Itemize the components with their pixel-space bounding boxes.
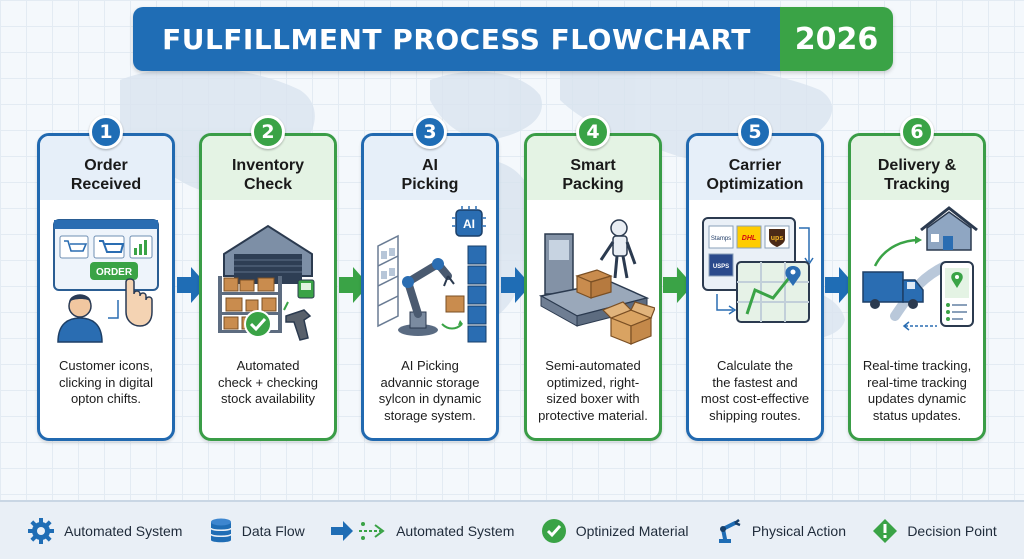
title-banner: FULFILLMENT PROCESS FLOWCHART 2026 bbox=[133, 7, 893, 71]
step-6-description: Real-time tracking, real-time tracking u… bbox=[862, 358, 972, 423]
legend-label: Data Flow bbox=[241, 522, 305, 539]
title-year: 2026 bbox=[794, 21, 879, 57]
step-2-number-badge: 2 bbox=[251, 115, 285, 149]
step-3-number-badge: 3 bbox=[413, 115, 447, 149]
legend-item-automated-system: Automated System bbox=[27, 517, 182, 545]
step-3-description: AI Picking advannic storage sylcon in dy… bbox=[378, 358, 482, 423]
page-title: FULFILLMENT PROCESS FLOWCHART bbox=[162, 22, 751, 56]
inventory-check-illustration bbox=[218, 224, 315, 341]
step-5-description: Calculate the the fastest and most cost-… bbox=[700, 358, 810, 423]
step-2-title: Inventory Check bbox=[231, 157, 304, 193]
ai-picking-illustration: AI bbox=[377, 206, 487, 343]
arrow-3-to-4 bbox=[501, 267, 531, 303]
ai-chip-label: AI bbox=[463, 217, 475, 231]
title-year-panel: 2026 bbox=[780, 7, 893, 71]
step-4-card: Smart Packing Semi-automated optimized, … bbox=[524, 133, 662, 441]
title-main-panel: FULFILLMENT PROCESS FLOWCHART bbox=[133, 7, 780, 71]
legend-label: Decision Point bbox=[907, 522, 997, 539]
step-4-title: Smart Packing bbox=[562, 157, 624, 193]
delivery-tracking-illustration bbox=[862, 206, 978, 331]
gear-icon bbox=[28, 517, 55, 544]
carrier-optimization-illustration: Stamps DHL ups USPS bbox=[702, 217, 814, 323]
step-4-description: Semi-automated optimized, right- sized b… bbox=[538, 358, 648, 423]
step-5-card: Carrier Optimization Stamps DHL ups USPS… bbox=[686, 133, 824, 441]
carrier-ups-logo: ups bbox=[771, 235, 784, 242]
step-6-card: Delivery & Tracking Real-time tracking, … bbox=[848, 133, 986, 441]
smart-packing-illustration bbox=[538, 219, 655, 345]
step-1-description: Customer icons, clicking in digital opto… bbox=[59, 358, 153, 406]
step-5-title: Carrier Optimization bbox=[706, 157, 804, 193]
step-6-title: Delivery & Tracking bbox=[877, 157, 957, 193]
order-received-illustration: ORDER bbox=[53, 219, 159, 343]
arrow-1-to-2 bbox=[177, 267, 207, 303]
robot-arm-icon bbox=[718, 518, 741, 543]
flow-arrow-icon bbox=[331, 520, 385, 541]
step-5-header: Carrier Optimization bbox=[689, 136, 821, 200]
step-5-number-badge: 5 bbox=[738, 115, 772, 149]
step-1-title: Order Received bbox=[70, 157, 142, 193]
step-2-description: Automated check + checking stock availab… bbox=[217, 358, 319, 406]
legend-item-automated-system-flow: Automated System bbox=[331, 519, 514, 543]
step-2-header: Inventory Check bbox=[202, 136, 334, 200]
legend-label: Optinized Material bbox=[575, 522, 689, 539]
step-3-title: AI Picking bbox=[401, 157, 459, 193]
step-6-number-badge: 6 bbox=[900, 115, 934, 149]
legend-label: Physical Action bbox=[751, 522, 846, 539]
step-3-card: AI Picking AI AI Picking advannic storag… bbox=[361, 133, 499, 441]
decision-diamond-icon bbox=[873, 518, 898, 543]
legend-item-decision-point: Decision Point bbox=[872, 518, 997, 544]
step-4-number-badge: 4 bbox=[576, 115, 610, 149]
step-2-card: Inventory Check Automated check + checki… bbox=[199, 133, 337, 441]
legend-item-optimized-material: Optinized Material bbox=[541, 518, 689, 544]
legend-item-data-flow: Data Flow bbox=[209, 517, 305, 545]
arrow-4-to-5 bbox=[663, 267, 693, 303]
carrier-stamps-logo: Stamps bbox=[711, 236, 731, 242]
step-1-card: Order Received ORDER Customer icons, cli… bbox=[37, 133, 175, 441]
order-button-label: ORDER bbox=[96, 267, 133, 278]
arrow-2-to-3 bbox=[339, 267, 369, 303]
legend: Automated System Data Flow Automated Sys… bbox=[0, 500, 1024, 559]
legend-label: Automated System bbox=[396, 522, 515, 539]
legend-item-physical-action: Physical Action bbox=[715, 517, 846, 545]
check-circle-icon bbox=[541, 518, 566, 543]
legend-label: Automated System bbox=[64, 522, 183, 539]
carrier-dhl-logo: DHL bbox=[742, 235, 756, 242]
step-1-number-badge: 1 bbox=[89, 115, 123, 149]
carrier-usps-logo: USPS bbox=[713, 264, 729, 270]
step-6-header: Delivery & Tracking bbox=[851, 136, 983, 200]
database-icon bbox=[210, 518, 232, 542]
arrow-5-to-6 bbox=[825, 267, 855, 303]
